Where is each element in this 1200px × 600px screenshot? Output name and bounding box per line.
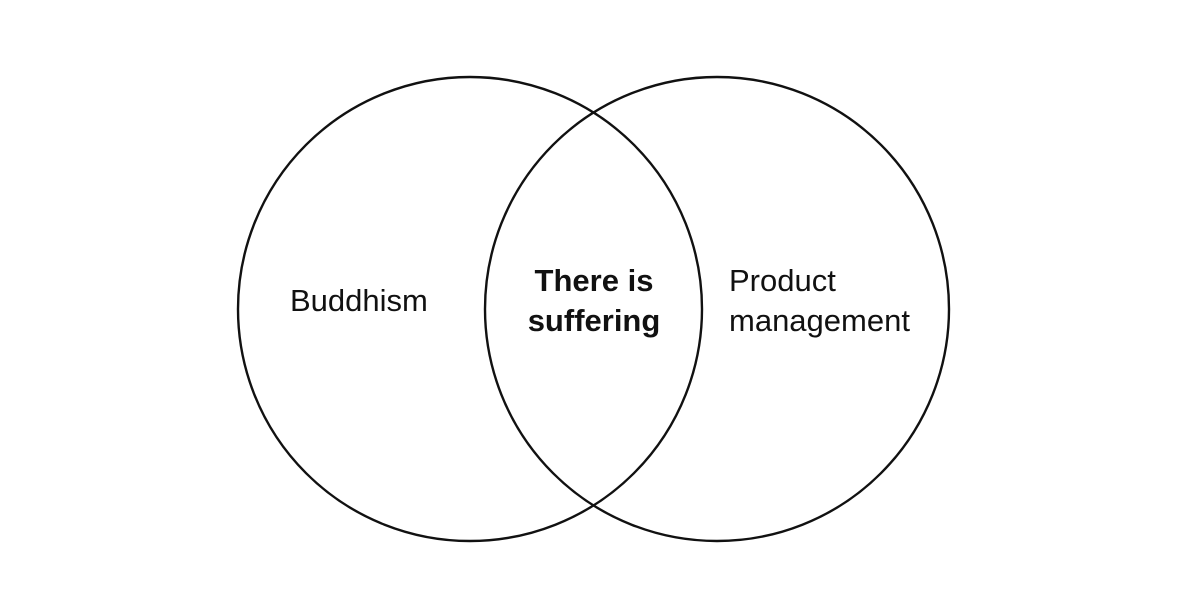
left-set-label: Buddhism	[290, 281, 428, 321]
right-circle	[483, 75, 951, 543]
intersection-label: There is suffering	[528, 261, 661, 341]
left-circle	[236, 75, 704, 543]
right-set-label-line-2: management	[729, 303, 910, 338]
intersection-label-line-1: There is	[534, 263, 654, 298]
right-set-label-line-1: Product	[729, 263, 836, 298]
left-set-label-text: Buddhism	[290, 283, 428, 318]
right-set-label: Product management	[729, 261, 910, 341]
intersection-label-line-2: suffering	[527, 303, 661, 338]
